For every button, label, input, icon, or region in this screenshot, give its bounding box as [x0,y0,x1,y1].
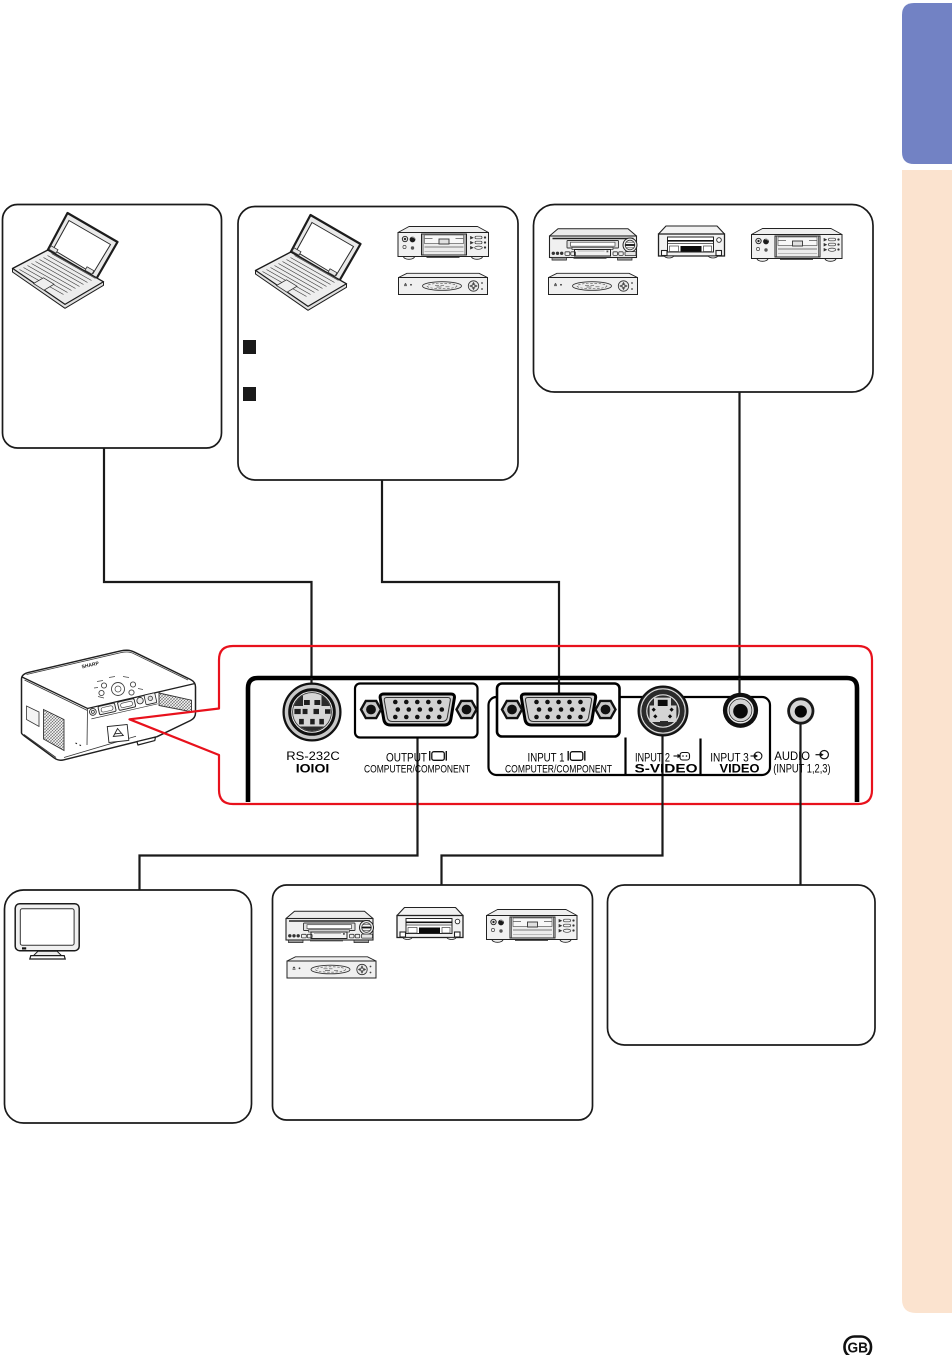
svg-text:(INPUT 1,2,3): (INPUT 1,2,3) [773,761,830,775]
svg-text:INPUT 1: INPUT 1 [528,751,565,765]
svg-text:SHARP: SHARP [81,661,100,671]
svg-text:AUDIO: AUDIO [774,749,810,763]
svg-text:S-VIDEO: S-VIDEO [635,761,698,775]
svg-text:INPUT 3: INPUT 3 [710,751,749,765]
svg-text:IOIOI: IOIOI [296,761,330,775]
svg-text:GB: GB [848,1341,869,1355]
svg-text:OUTPUT: OUTPUT [386,751,428,765]
svg-text:COMPUTER/COMPONENT: COMPUTER/COMPONENT [364,763,470,775]
svg-text:VIDEO: VIDEO [720,761,760,775]
svg-text:RS-232C: RS-232C [286,749,340,763]
svg-text:COMPUTER/COMPONENT: COMPUTER/COMPONENT [505,763,612,775]
svg-text:INPUT 2: INPUT 2 [635,751,670,765]
